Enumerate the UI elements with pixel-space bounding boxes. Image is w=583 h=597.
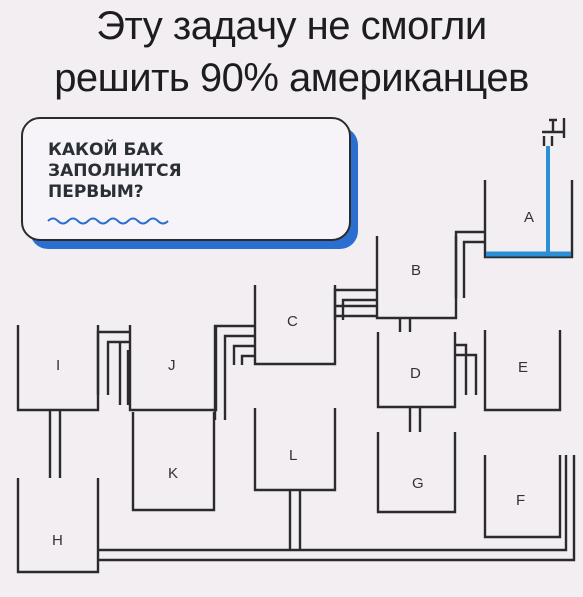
- pipe-i-h: [48, 410, 62, 478]
- pipe-c-l: [232, 344, 255, 365]
- pipe-b-d: [398, 318, 412, 332]
- tank-label-l: L: [289, 447, 297, 464]
- tank-label-i: I: [56, 357, 60, 374]
- question-line-3: ПЕРВЫМ?: [48, 182, 144, 202]
- tank-label-d: D: [410, 365, 421, 382]
- tank-j: [128, 325, 218, 412]
- tank-label-b: B: [411, 262, 421, 279]
- tank-d: [376, 332, 457, 409]
- tank-i: [16, 325, 100, 412]
- tank-g: [376, 432, 457, 514]
- pipe-j-k: [118, 342, 130, 405]
- tank-label-c: C: [287, 313, 298, 330]
- pipe-c-d: [335, 304, 378, 318]
- tank-c: [253, 285, 337, 366]
- question-line-2: ЗАПОЛНИТСЯ: [48, 161, 182, 181]
- question-card-face: [21, 117, 351, 241]
- tank-k: [131, 412, 216, 512]
- question-line-1: КАКОЙ БАК: [48, 138, 164, 160]
- pipe-d-e: [455, 343, 478, 395]
- question-card: КАКОЙ БАК ЗАПОЛНИТСЯ ПЕРВЫМ?: [21, 117, 358, 249]
- tank-label-g: G: [412, 475, 424, 492]
- pipe-l-down: [288, 490, 302, 550]
- faucet-icon: [542, 118, 566, 146]
- pipe-manifold: [98, 455, 576, 562]
- wavy-underline: [47, 217, 169, 225]
- tank-e: [483, 330, 562, 412]
- headline-line-1: Эту задачу не смогли: [96, 4, 487, 48]
- pipe-j-i: [96, 330, 130, 395]
- pipe-a-b: [454, 230, 485, 298]
- tank-label-e: E: [518, 359, 528, 376]
- tank-b: [375, 236, 458, 320]
- tank-label-k: K: [168, 465, 178, 482]
- tank-label-a: A: [524, 209, 534, 226]
- pipe-d-g: [408, 407, 422, 432]
- tank-h: [16, 478, 100, 574]
- pipe-c-j: [213, 324, 255, 420]
- tank-label-f: F: [516, 492, 525, 509]
- tank-l: [253, 408, 337, 492]
- tank-label-j: J: [168, 357, 176, 374]
- tank-f: [483, 455, 562, 539]
- headline-line-2: решить 90% американцев: [54, 56, 529, 100]
- tank-a: [483, 180, 574, 259]
- tank-label-h: H: [52, 532, 63, 549]
